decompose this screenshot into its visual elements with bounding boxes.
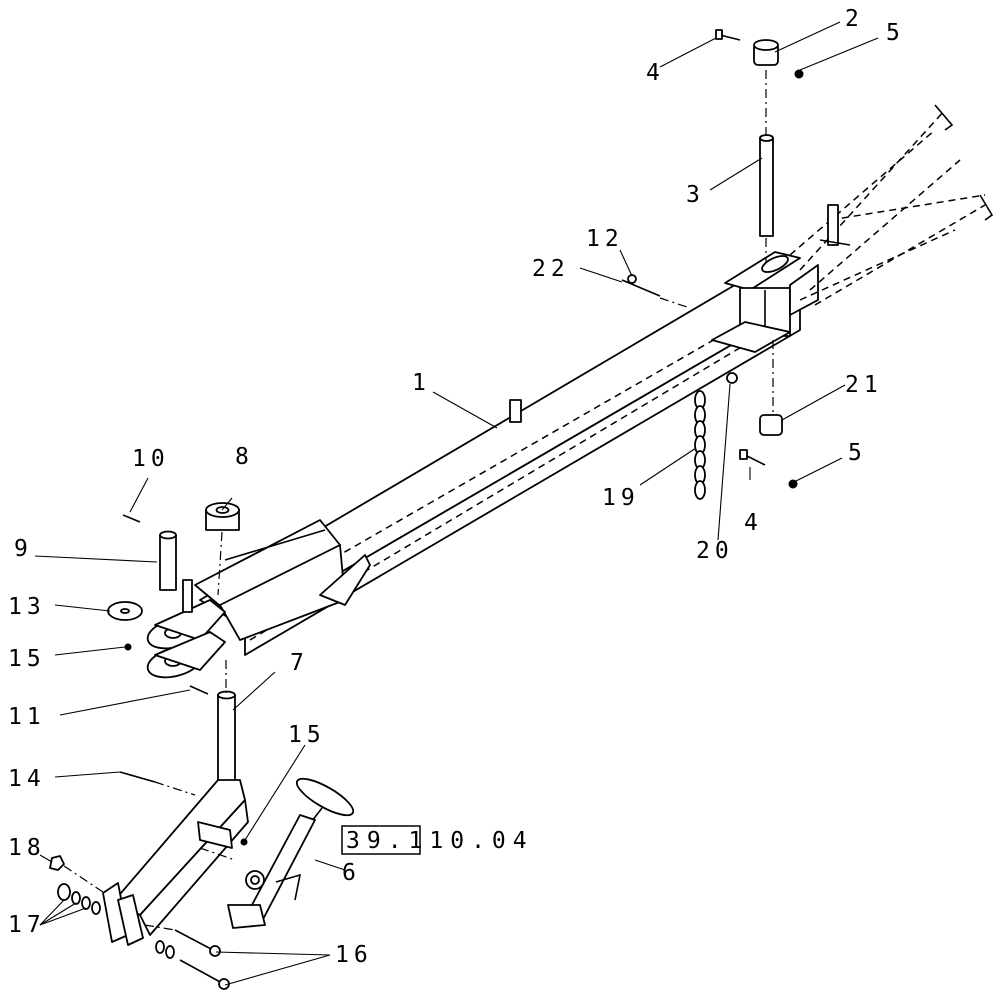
leader-lines [34, 21, 879, 986]
callout-20: 20 [696, 538, 734, 564]
callout-16: 16 [335, 942, 373, 968]
nut-right [240, 838, 248, 846]
callout-4-bottom: 4 [744, 510, 763, 536]
roll-pin [189, 685, 209, 695]
callout-5-top: 5 [886, 20, 905, 46]
clamp-bottom [759, 414, 783, 436]
clamp-top [753, 39, 779, 66]
washers-17 [57, 883, 175, 959]
callout-labels: 1 2 3 4 4 5 5 6 7 8 9 10 11 12 13 14 15 … [8, 6, 905, 968]
callout-13: 13 [8, 594, 46, 620]
callout-17: 17 [8, 912, 46, 938]
callout-22: 22 [532, 256, 570, 282]
safety-chain [694, 390, 706, 500]
ring [726, 372, 738, 384]
lock-pin [621, 274, 661, 297]
callout-11: 11 [8, 704, 46, 730]
callout-3: 3 [686, 182, 705, 208]
phantom-frame [789, 104, 994, 306]
beam-stud [509, 399, 522, 423]
callout-7: 7 [290, 650, 309, 676]
cotter-pin [122, 514, 141, 523]
callout-14: 14 [8, 766, 46, 792]
vertical-pin [759, 134, 774, 237]
front-clevis [146, 519, 371, 679]
pin-14 [119, 771, 156, 783]
callout-18: 18 [8, 835, 46, 861]
callout-8: 8 [235, 444, 254, 470]
callout-5-bottom: 5 [848, 440, 867, 466]
bolt-bottom [739, 449, 766, 466]
callout-12: 12 [586, 226, 624, 252]
clevis-pin [182, 579, 193, 613]
nut-top [794, 69, 804, 79]
callout-2: 2 [845, 6, 864, 32]
hitch-pin [159, 530, 177, 591]
bolt-top [715, 29, 741, 41]
nut-left [124, 643, 132, 651]
callout-15-left: 15 [8, 646, 46, 672]
bolts-16 [174, 929, 230, 990]
washer [107, 601, 143, 621]
jack-stand [227, 777, 355, 929]
callout-6: 6 [342, 860, 361, 886]
callout-10: 10 [132, 446, 170, 472]
tongue-beam [199, 281, 801, 656]
nut-18 [49, 855, 65, 871]
callout-9: 9 [14, 536, 33, 562]
callout-19: 19 [602, 485, 640, 511]
jack-arm [102, 779, 249, 946]
callout-4-top: 4 [646, 60, 665, 86]
reference-box: 39.110.04 [341, 825, 534, 855]
pivot-bracket [711, 251, 819, 353]
reference-number: 39.110.04 [346, 828, 534, 854]
bushing [205, 502, 240, 531]
callout-21: 21 [845, 372, 883, 398]
callout-1: 1 [412, 370, 431, 396]
jack-post [217, 690, 236, 784]
callout-15-right: 15 [288, 722, 326, 748]
